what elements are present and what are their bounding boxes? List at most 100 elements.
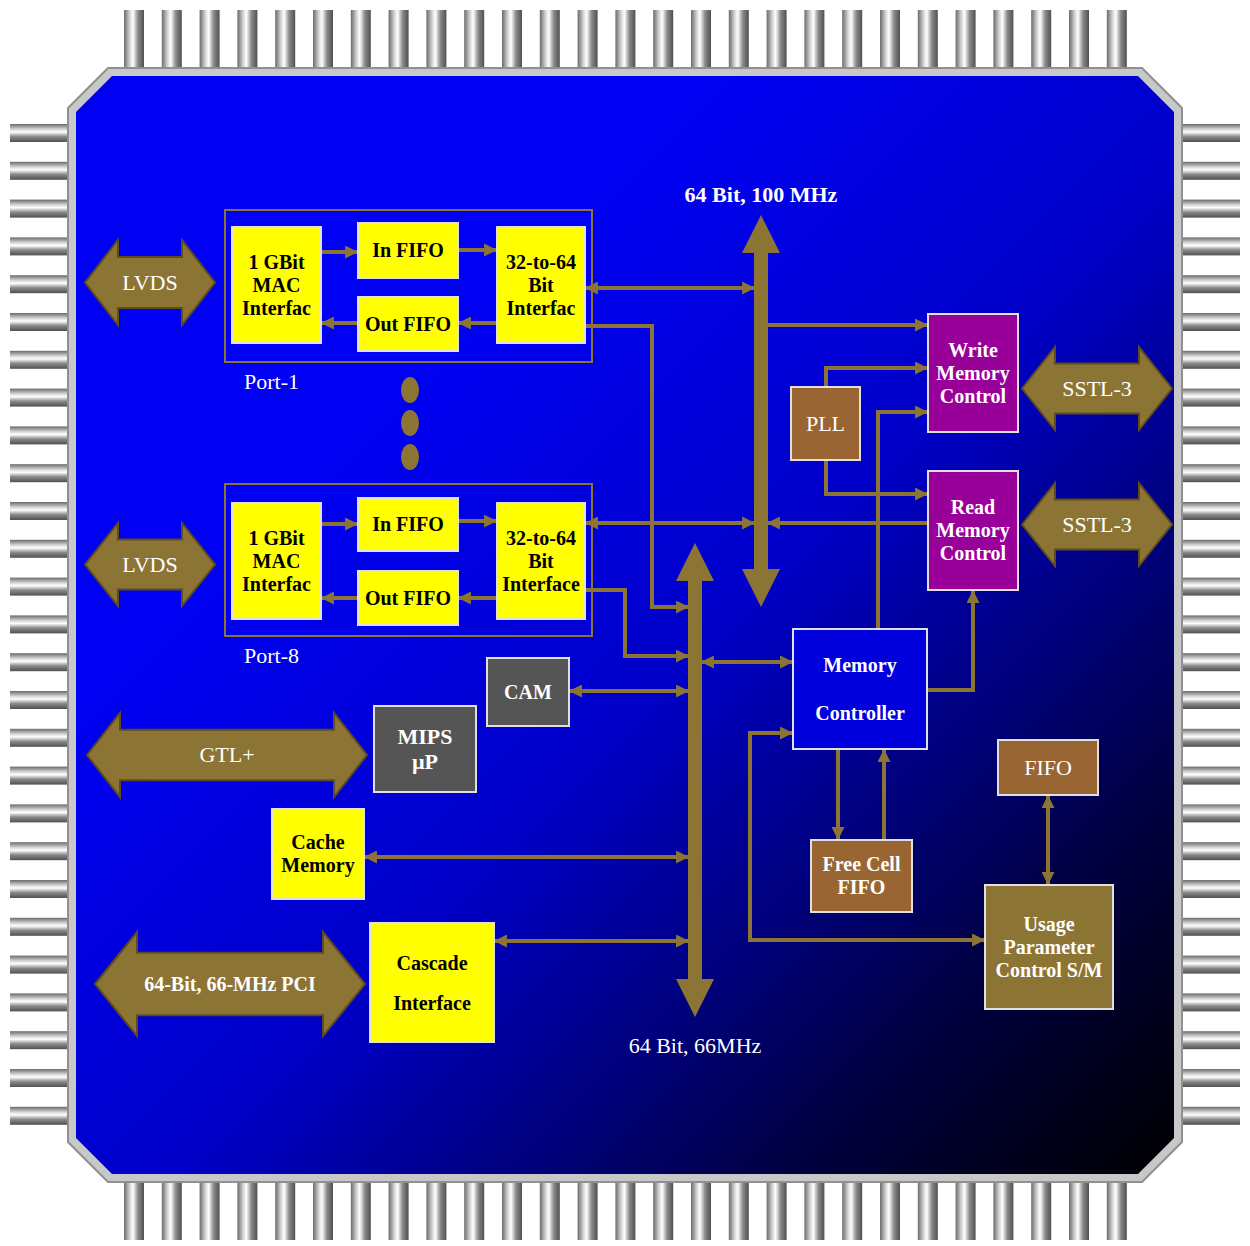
pin <box>10 124 72 142</box>
pin <box>10 880 72 898</box>
bus-label: 64 Bit, 100 MHz <box>685 182 838 207</box>
arrow-outline <box>1022 483 1172 566</box>
pin <box>10 313 72 331</box>
pin <box>162 1178 182 1240</box>
block-box: 1 GBit MAC Interfac <box>231 502 322 620</box>
pin <box>10 464 72 482</box>
block-box: FIFO <box>997 739 1099 796</box>
block-label: LVDS <box>122 270 177 295</box>
pin <box>313 1178 333 1240</box>
pin <box>313 10 333 72</box>
package-rim <box>68 68 1182 1182</box>
signal-connector <box>768 323 927 327</box>
pin <box>10 351 72 369</box>
pin <box>578 1178 598 1240</box>
pin <box>10 162 72 180</box>
signal-connector <box>459 596 496 600</box>
pin <box>880 1178 900 1240</box>
pin <box>1178 880 1240 898</box>
block-box: CAM <box>486 657 570 727</box>
block-label: PLL <box>806 411 845 436</box>
pin <box>1178 1069 1240 1087</box>
pin <box>10 691 72 709</box>
pin <box>880 10 900 72</box>
pin <box>540 10 560 72</box>
block-label: Cascade Interface <box>393 943 471 1023</box>
signal-connector <box>586 326 688 607</box>
pin <box>10 842 72 860</box>
port-group: Port-81 GBit MAC InterfacIn FIFO32-to-64… <box>224 483 593 637</box>
io-arrow: 64-Bit, 66-MHz PCI <box>95 932 365 1036</box>
arrow-outline <box>1022 347 1172 430</box>
block-label: In FIFO <box>372 239 444 262</box>
signal-connector <box>322 250 357 254</box>
pin <box>10 804 72 822</box>
block-box: Out FIFO <box>357 570 459 626</box>
signal-connector <box>836 750 840 839</box>
io-arrow: LVDS <box>85 523 215 606</box>
pin <box>1178 767 1240 785</box>
pin <box>993 10 1013 72</box>
continuation-dot <box>401 444 419 470</box>
pin <box>918 10 938 72</box>
pin <box>956 1178 976 1240</box>
pin <box>1178 540 1240 558</box>
pin <box>540 1178 560 1240</box>
continuation-dot <box>401 410 419 436</box>
bus-shape <box>688 543 702 1017</box>
bus-arrow: 64 Bit, 66MHz <box>688 543 702 1017</box>
block-label: LVDS <box>122 552 177 577</box>
block-label: Usage Parameter Control S/M <box>989 913 1109 982</box>
arrow-outline <box>85 240 215 325</box>
pin <box>1107 10 1127 72</box>
signal-connector <box>882 750 886 839</box>
block-box: Cascade Interface <box>369 922 495 1043</box>
block-label: Free Cell FIFO <box>815 853 908 899</box>
pin <box>464 10 484 72</box>
block-label: Out FIFO <box>365 313 451 336</box>
block-box: Out FIFO <box>357 296 459 352</box>
block-label: SSTL-3 <box>1062 512 1132 537</box>
pin <box>1178 918 1240 936</box>
package-pins <box>10 10 1240 1240</box>
signal-connector <box>702 660 792 664</box>
block-label: Out FIFO <box>365 587 451 610</box>
signal-connector <box>586 590 688 656</box>
signal-connector <box>495 939 688 943</box>
pin <box>10 956 72 974</box>
block-label: 1 GBit MAC Interfac <box>236 527 317 596</box>
block-box: In FIFO <box>357 497 459 552</box>
arrow-outline <box>95 932 365 1036</box>
block-box: Write Memory Control <box>927 313 1019 433</box>
arrow-outline <box>87 713 367 797</box>
pin <box>1178 956 1240 974</box>
block-label: Write Memory Control <box>932 339 1014 408</box>
pin <box>804 10 824 72</box>
bus-label: 64 Bit, 66MHz <box>629 1033 762 1058</box>
pin <box>502 1178 522 1240</box>
signal-connector <box>459 321 496 325</box>
signal-connector <box>586 521 754 525</box>
pin <box>956 10 976 72</box>
pin <box>1178 426 1240 444</box>
pin <box>1178 993 1240 1011</box>
pin <box>162 10 182 72</box>
pin <box>1178 464 1240 482</box>
pin <box>615 1178 635 1240</box>
block-label: In FIFO <box>372 513 444 536</box>
arrow-outline <box>85 523 215 606</box>
block-box: PLL <box>790 386 861 461</box>
port-label: Port-1 <box>244 369 299 394</box>
pin <box>124 10 144 72</box>
port-label: Port-8 <box>244 643 299 668</box>
io-arrow: GTL+ <box>87 713 367 797</box>
signal-connector <box>826 368 927 386</box>
pin <box>1178 842 1240 860</box>
pin <box>10 1107 72 1125</box>
signal-connector <box>878 412 927 628</box>
pin <box>10 729 72 747</box>
pin <box>351 1178 371 1240</box>
pin <box>1178 1107 1240 1125</box>
